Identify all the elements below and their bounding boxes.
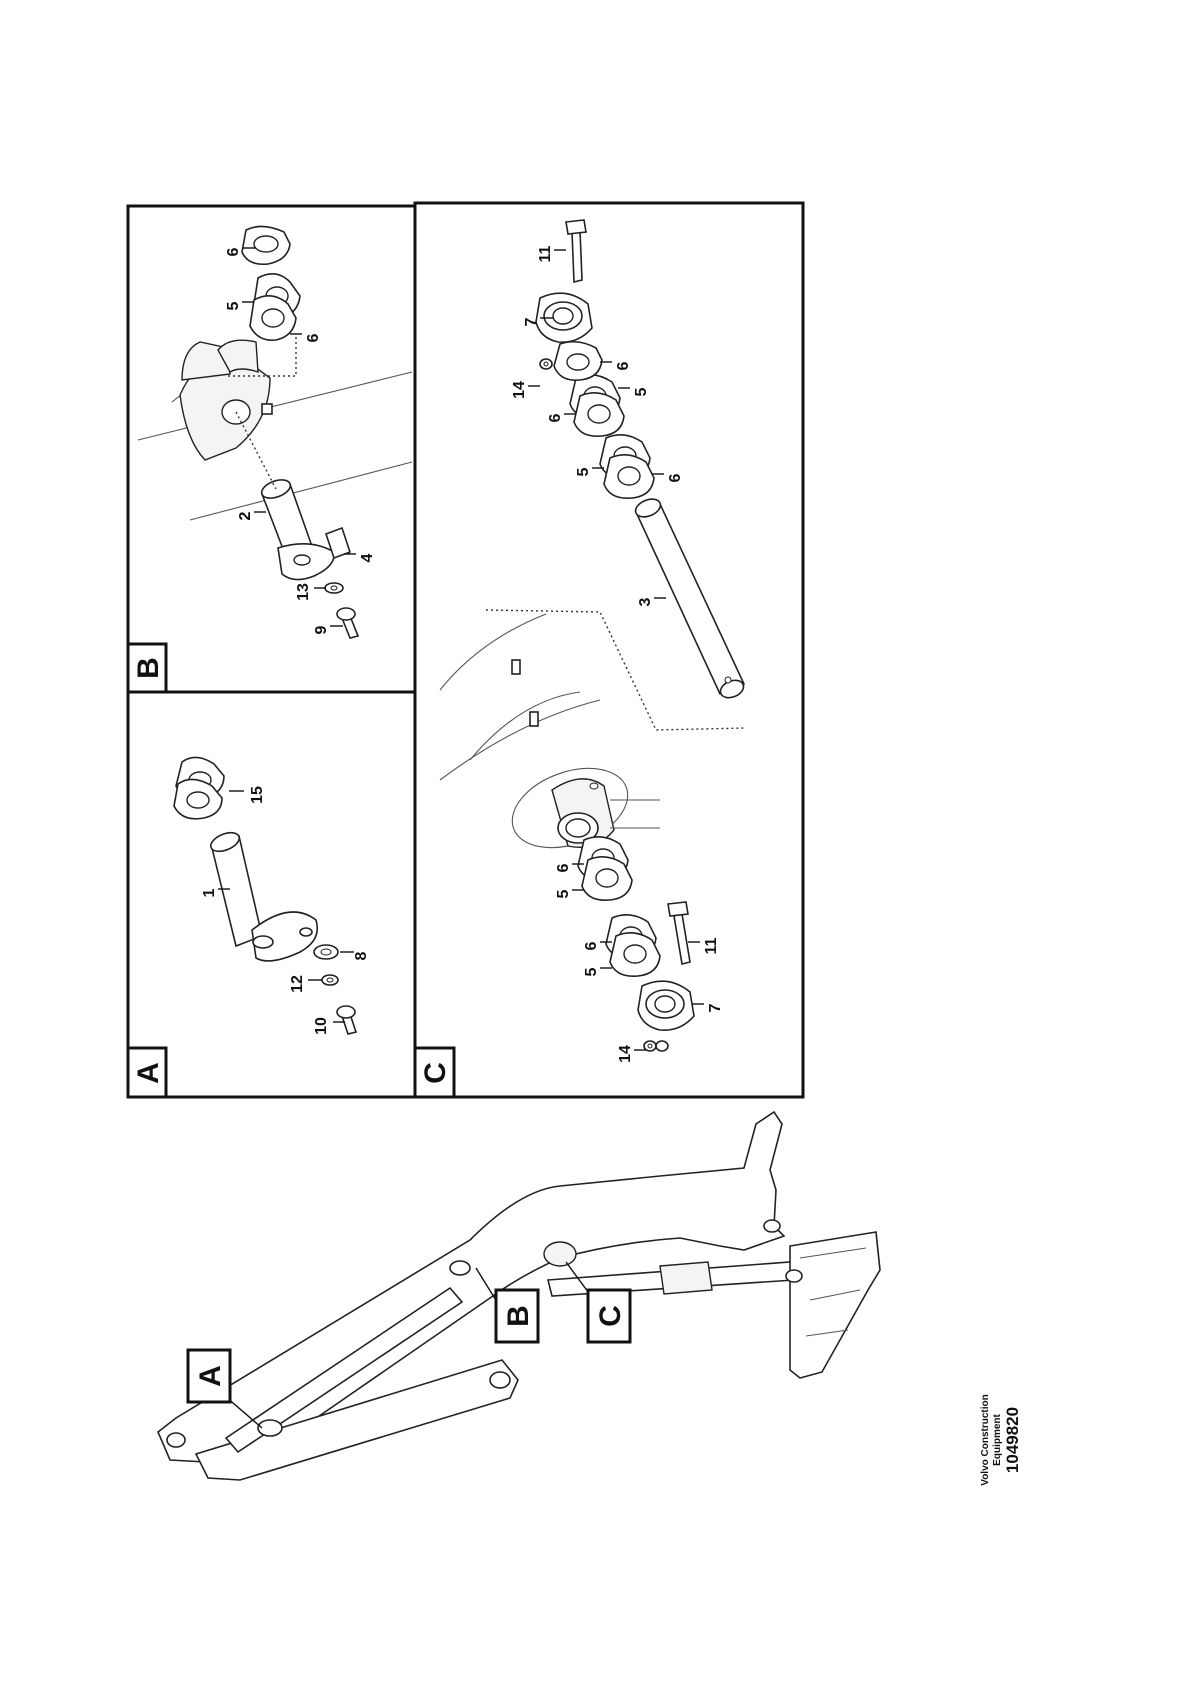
callout-5-c3: 5 (555, 889, 572, 898)
nut-part-14-c-top (539, 358, 553, 370)
overview-callout-b: B (502, 1305, 535, 1327)
washer-part-12 (321, 974, 339, 986)
callout-6-c5: 6 (583, 941, 600, 950)
callout-2: 2 (237, 511, 254, 520)
callout-6-b1: 6 (225, 247, 242, 256)
view-b-letter: B (132, 657, 165, 679)
callout-6-c3: 6 (667, 473, 684, 482)
view-b: B (126, 204, 417, 694)
callout-8: 8 (353, 951, 370, 960)
view-a-tab (126, 1046, 168, 1099)
washer-part-13 (324, 582, 344, 594)
view-c-frame (413, 201, 805, 1099)
callout-15: 15 (249, 786, 266, 804)
bolt-part-11-top (565, 219, 587, 284)
bolt-part-10 (336, 1005, 358, 1035)
callout-5-c4: 5 (583, 967, 600, 976)
callout-3: 3 (637, 597, 654, 606)
view-a: A (126, 690, 417, 1099)
pin-part-1 (209, 831, 319, 962)
brand-line-2: Equipment (992, 1414, 1003, 1466)
boom-bracket (179, 339, 273, 461)
nut-part-14-c-bottom (643, 1040, 669, 1052)
shim-stack-part-5-6 (249, 273, 301, 342)
brand-line-1: Volvo Construction (980, 1394, 991, 1485)
shim-stack-c-upper-2 (569, 374, 625, 438)
shim-part-15 (173, 756, 225, 820)
callout-9: 9 (313, 625, 330, 634)
boom-overview: A B C (157, 1110, 881, 1481)
pin-part-3 (634, 498, 746, 699)
bolt-part-9 (336, 607, 360, 639)
callout-1: 1 (201, 888, 218, 897)
callout-14-bottom: 14 (617, 1045, 634, 1063)
bolt-part-11-bottom (667, 901, 691, 965)
callout-6-c2: 6 (547, 413, 564, 422)
callout-6-c1: 6 (615, 361, 632, 370)
callout-14-top: 14 (511, 381, 528, 399)
callout-13: 13 (295, 583, 312, 601)
view-c: C (413, 201, 805, 1099)
washer-part-8 (313, 944, 339, 960)
view-c-tab (413, 1046, 456, 1099)
overview-callout-a: A (194, 1365, 227, 1387)
callout-6-c4: 6 (555, 863, 572, 872)
shim-part-6-c-top (553, 340, 603, 382)
collar-part-7-top (535, 292, 593, 344)
overview-callout-b-box (494, 1288, 540, 1344)
boss-housing (511, 767, 660, 849)
callout-6-b2: 6 (305, 333, 322, 342)
view-b-tab (126, 642, 168, 694)
callout-5-c1: 5 (633, 387, 650, 396)
view-a-letter: A (132, 1062, 165, 1084)
callout-11-top: 11 (537, 245, 554, 262)
doc-number: 1049820 (1003, 1407, 1022, 1473)
callout-4: 4 (359, 553, 376, 562)
lock-plate-part-4 (324, 526, 352, 560)
callout-12: 12 (289, 975, 306, 993)
callout-7-bottom: 7 (707, 1003, 724, 1012)
callout-5-c2: 5 (575, 467, 592, 476)
callout-10: 10 (313, 1017, 330, 1035)
overview-callout-a-box (186, 1348, 232, 1404)
overview-callout-c: C (594, 1305, 627, 1327)
view-c-letter: C (419, 1062, 452, 1084)
overview-callout-c-box (586, 1288, 632, 1344)
shim-stack-c-upper-1 (599, 434, 655, 500)
shim-part-6-top (241, 225, 291, 266)
view-a-frame (126, 690, 417, 1099)
brand-block: Volvo Construction Equipment 1049820 (980, 1394, 1022, 1485)
shim-stack-c-lower-2 (605, 914, 661, 978)
shim-stack-c-lower-1 (577, 836, 633, 902)
callout-5-b: 5 (225, 301, 242, 310)
collar-part-7-bottom (637, 980, 695, 1032)
callout-11-bottom: 11 (703, 937, 720, 954)
callout-7-top: 7 (523, 317, 540, 326)
